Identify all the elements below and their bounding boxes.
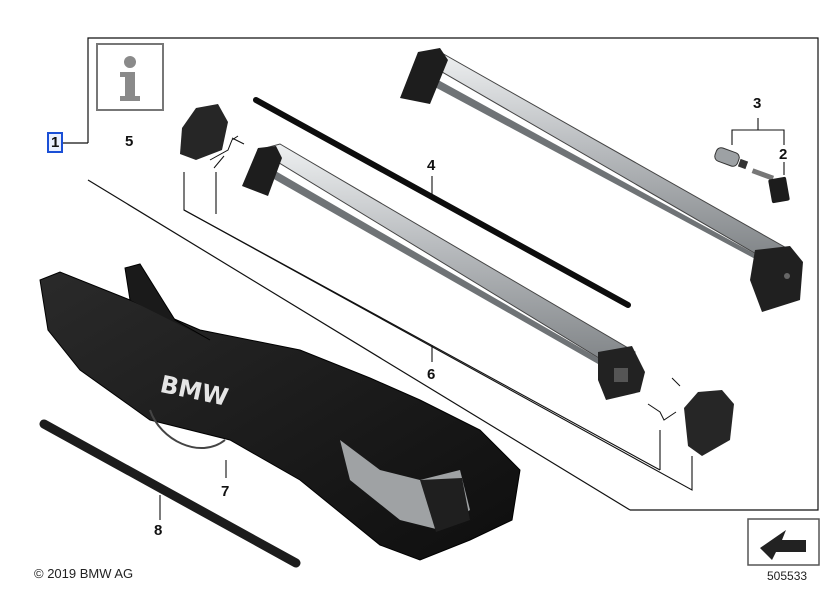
rubber-strip: [253, 97, 631, 308]
callout-7: 7: [221, 483, 230, 500]
callout-3: 3: [753, 95, 762, 112]
storage-bag: BMW: [39, 263, 521, 561]
lock-cylinder: [714, 147, 749, 170]
end-cap-left: [180, 104, 245, 169]
callout-6: 6: [427, 366, 436, 383]
end-cap-right: [647, 377, 734, 456]
callout-5: 5: [125, 133, 134, 150]
diagram-number: 505533: [767, 569, 808, 583]
callout-4: 4: [427, 157, 436, 174]
callout-1[interactable]: 1: [46, 132, 64, 153]
rubber-strip-8: [39, 419, 301, 568]
leader-lines: [159, 118, 785, 520]
key: [751, 168, 790, 204]
info-icon: [96, 43, 164, 111]
assembly-frame: [60, 37, 819, 511]
roof-bar-front: [242, 143, 645, 400]
callout-2: 2: [779, 146, 788, 163]
roof-bar-rear: [400, 48, 803, 312]
callout-8: 8: [154, 522, 163, 539]
direction-sign-icon: [747, 518, 820, 566]
copyright-text: © 2019 BMW AG: [34, 566, 134, 581]
